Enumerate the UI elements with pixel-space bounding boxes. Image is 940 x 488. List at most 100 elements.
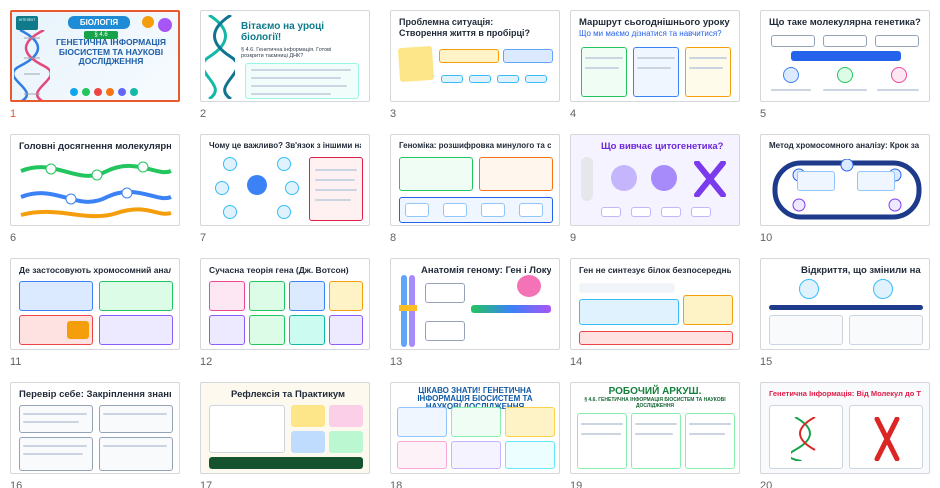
dna-icon bbox=[783, 67, 799, 83]
slide-cell-10[interactable]: Метод хромосомного аналізу: Крок за крок… bbox=[760, 134, 930, 252]
slide-number: 6 bbox=[10, 232, 17, 244]
slide-cell-17[interactable]: Рефлексія та Практикум 17 bbox=[200, 382, 370, 488]
slide-subtitle: § 4.6. Генетична інформація. Готові розк… bbox=[241, 47, 332, 59]
slide-number: 4 bbox=[570, 108, 577, 120]
slide-number: 10 bbox=[760, 232, 773, 244]
slide-subtitle: § 4.6. ГЕНЕТИЧНА ІНФОРМАЦІЯ БІОСИСТЕМ ТА… bbox=[584, 397, 726, 409]
practice-task-card bbox=[209, 405, 285, 453]
slide-cell-20[interactable]: Генетична Інформація: Від Молекул до Тео… bbox=[760, 382, 930, 488]
slide-cell-13[interactable]: Анатомія геному: Ген і Локус 13 bbox=[390, 258, 560, 376]
definition-banner bbox=[791, 51, 901, 61]
slide-number: 16 bbox=[10, 480, 23, 488]
slide-thumbnail-16[interactable]: Перевір себе: Закріплення знань bbox=[10, 382, 180, 474]
slide-number: 20 bbox=[760, 480, 773, 488]
slide-cell-4[interactable]: Маршрут сьогоднішнього уроку Що ми маємо… bbox=[570, 10, 740, 128]
slide-thumbnail-13[interactable]: Анатомія геному: Ген і Локус bbox=[390, 258, 560, 350]
slide-thumbnail-9[interactable]: Що вивчає цитогенетика? bbox=[570, 134, 740, 226]
slide-cell-18[interactable]: ЦІКАВО ЗНАТИ! ГЕНЕТИЧНА ІНФОРМАЦІЯ БІОСИ… bbox=[390, 382, 560, 488]
transcription-diagram bbox=[579, 299, 679, 325]
hub-icon bbox=[247, 175, 267, 195]
slide-thumbnail-12[interactable]: Сучасна теорія гена (Дж. Вотсон) bbox=[200, 258, 370, 350]
subject-badge: БІОЛОГІЯ bbox=[68, 16, 130, 29]
slide-thumbnail-6[interactable]: Головні досягнення молекулярної генетики bbox=[10, 134, 180, 226]
chromosome-icon bbox=[874, 417, 900, 461]
slide-thumbnail-18[interactable]: ЦІКАВО ЗНАТИ! ГЕНЕТИЧНА ІНФОРМАЦІЯ БІОСИ… bbox=[390, 382, 560, 474]
scientist-portrait-1 bbox=[799, 279, 819, 299]
slide-cell-6[interactable]: Головні досягнення молекулярної генетики… bbox=[10, 134, 180, 252]
slide-main-title: ГЕНЕТИЧНА ІНФОРМАЦІЯ БІОСИСТЕМ ТА НАУКОВ… bbox=[55, 37, 167, 66]
slide-cell-7[interactable]: Чому це важливо? Зв'язок з іншими наукам… bbox=[200, 134, 370, 252]
slide-title: Що таке молекулярна генетика? bbox=[769, 17, 921, 28]
timeline-path bbox=[20, 161, 172, 219]
slide-title: Перевір себе: Закріплення знань bbox=[19, 389, 171, 400]
slide-cell-9[interactable]: Що вивчає цитогенетика? 9 bbox=[570, 134, 740, 252]
slide-thumbnail-14[interactable]: Ген не синтезує білок безпосередньо! bbox=[570, 258, 740, 350]
column-concepts bbox=[581, 47, 627, 97]
slide-number: 3 bbox=[390, 108, 397, 120]
slide-thumbnail-7[interactable]: Чому це важливо? Зв'язок з іншими наукам… bbox=[200, 134, 370, 226]
process-loop bbox=[772, 159, 922, 220]
slide-cell-11[interactable]: Де застосовують хромосомний аналіз? 11 bbox=[10, 258, 180, 376]
dna-helix-icon bbox=[791, 417, 816, 461]
chart-icon bbox=[130, 88, 138, 96]
slide-thumbnail-20[interactable]: Генетична Інформація: Від Молекул до Тео… bbox=[760, 382, 930, 474]
sticky-note bbox=[329, 405, 363, 427]
slide-cell-19[interactable]: РОБОЧИЙ АРКУШ. § 4.6. ГЕНЕТИЧНА ІНФОРМАЦ… bbox=[570, 382, 740, 488]
rule-banner bbox=[579, 331, 733, 345]
mascot-icon bbox=[517, 275, 541, 297]
dna-icon bbox=[158, 18, 172, 32]
slide-number: 19 bbox=[570, 480, 583, 488]
slide-title: Чому це важливо? Зв'язок з іншими наукам… bbox=[209, 141, 361, 150]
sticky-note bbox=[329, 431, 363, 453]
medical-genetics-card bbox=[19, 281, 93, 311]
chromosome-icon bbox=[693, 160, 727, 202]
slide-thumbnail-1[interactable]: ІНТЕЛЕКТ БІОЛОГІЯ § 4.6 ГЕНЕТИЧНА ІНФОРМ… bbox=[10, 10, 180, 102]
slide-number: 15 bbox=[760, 356, 773, 368]
lesson-label: § 4.6 bbox=[84, 31, 118, 39]
slide-thumbnail-4[interactable]: Маршрут сьогоднішнього уроку Що ми маємо… bbox=[570, 10, 740, 102]
slide-title: Генетична Інформація: Від Молекул до Тео… bbox=[769, 389, 921, 398]
slide-title: Метод хромосомного аналізу: Крок за крок… bbox=[769, 141, 921, 150]
slide-thumbnail-17[interactable]: Рефлексія та Практикум bbox=[200, 382, 370, 474]
column-significance bbox=[685, 47, 731, 97]
sticky-note bbox=[291, 405, 325, 427]
human-figure-icon bbox=[581, 157, 593, 201]
slide-cell-2[interactable]: Вітаємо на уроці біології! § 4.6. Генети… bbox=[200, 10, 370, 128]
slide-title: Де застосовують хромосомний аналіз? bbox=[19, 265, 171, 275]
slide-thumbnail-8[interactable]: Геноміка: розшифровка минулого та сучасн… bbox=[390, 134, 560, 226]
cell-icon bbox=[118, 88, 126, 96]
slide-cell-15[interactable]: Відкриття, що змінили науку 15 bbox=[760, 258, 930, 376]
slide-number: 8 bbox=[390, 232, 397, 244]
slide-cell-8[interactable]: Геноміка: розшифровка минулого та сучасн… bbox=[390, 134, 560, 252]
slide-thumbnail-10[interactable]: Метод хромосомного аналізу: Крок за крок… bbox=[760, 134, 930, 226]
slide-subtitle: Створення життя в пробірці? bbox=[399, 28, 530, 38]
slide-title: Вітаємо на уроці біології! bbox=[241, 21, 325, 43]
slide-number: 9 bbox=[570, 232, 577, 244]
slide-title: Рефлексія та Практикум bbox=[231, 389, 346, 400]
protein-box bbox=[683, 295, 733, 325]
slide-thumbnail-15[interactable]: Відкриття, що змінили науку bbox=[760, 258, 930, 350]
slide-cell-5[interactable]: Що таке молекулярна генетика? 5 bbox=[760, 10, 930, 128]
sticky-note bbox=[397, 45, 435, 83]
slide-thumbnail-5[interactable]: Що таке молекулярна генетика? bbox=[760, 10, 930, 102]
slide-thumbnail-3[interactable]: Проблемна ситуація: Створення життя в пр… bbox=[390, 10, 560, 102]
slide-title: Проблемна ситуація: bbox=[399, 17, 494, 27]
slide-cell-16[interactable]: Перевір себе: Закріплення знань 16 bbox=[10, 382, 180, 488]
slide-thumbnail-11[interactable]: Де застосовують хромосомний аналіз? bbox=[10, 258, 180, 350]
slide-cell-14[interactable]: Ген не синтезує білок безпосередньо! 14 bbox=[570, 258, 740, 376]
slide-cell-12[interactable]: Сучасна теорія гена (Дж. Вотсон) 12 bbox=[200, 258, 370, 376]
research-card bbox=[99, 315, 173, 345]
footer-banner bbox=[209, 457, 363, 469]
slide-thumbnail-19[interactable]: РОБОЧИЙ АРКУШ. § 4.6. ГЕНЕТИЧНА ІНФОРМАЦ… bbox=[570, 382, 740, 474]
slide-title: Анатомія геному: Ген і Локус bbox=[421, 265, 551, 276]
nucleus-icon bbox=[651, 165, 677, 191]
slide-subtitle: Що ми маємо дізнатися та навчитися? bbox=[579, 29, 722, 38]
slide-number: 12 bbox=[200, 356, 213, 368]
slide-thumbnail-2[interactable]: Вітаємо на уроці біології! § 4.6. Генети… bbox=[200, 10, 370, 102]
slide-title: Відкриття, що змінили науку bbox=[801, 265, 921, 276]
slide-cell-3[interactable]: Проблемна ситуація: Створення життя в пр… bbox=[390, 10, 560, 128]
slide-number: 17 bbox=[200, 480, 213, 488]
slide-cell-1[interactable]: ІНТЕЛЕКТ БІОЛОГІЯ § 4.6 ГЕНЕТИЧНА ІНФОРМ… bbox=[10, 10, 180, 128]
sticky-note bbox=[291, 431, 325, 453]
